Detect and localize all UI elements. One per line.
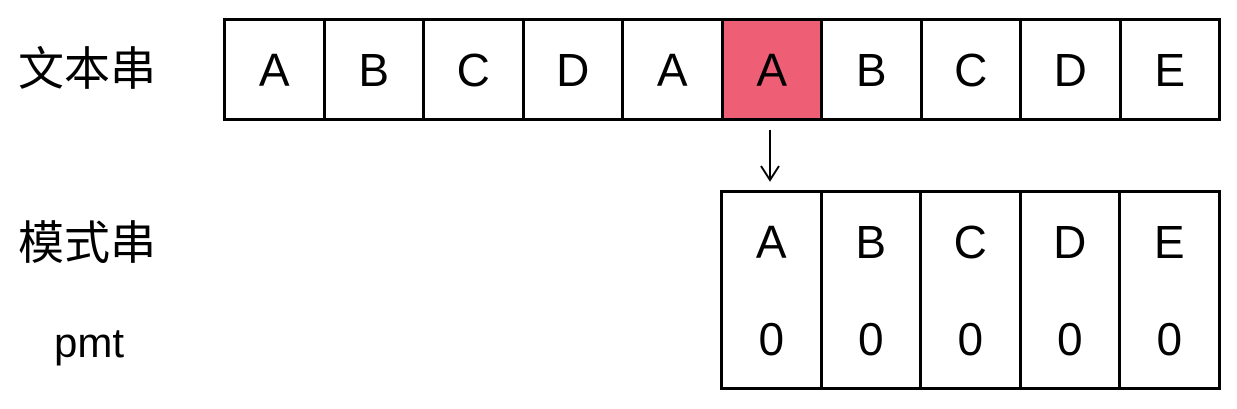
text-string-row: A B C D A A B C D E <box>223 18 1221 121</box>
pattern-char-cell: D <box>1021 193 1121 293</box>
text-char-cell-highlighted: A <box>723 21 823 121</box>
text-char-cell: A <box>226 21 326 121</box>
text-string-label: 文本串 <box>18 42 156 96</box>
pattern-string-row: A B C D E <box>720 190 1221 293</box>
pattern-char-cell: C <box>922 193 1022 293</box>
text-char-cell: D <box>524 21 624 121</box>
text-char-cell: E <box>1121 21 1221 121</box>
text-char-cell: B <box>325 21 425 121</box>
pmt-value-cell: 0 <box>723 290 823 390</box>
pmt-row: 0 0 0 0 0 <box>720 290 1221 390</box>
pattern-char-cell: E <box>1121 193 1221 293</box>
text-char-cell: A <box>624 21 724 121</box>
pattern-char-cell: B <box>822 193 922 293</box>
arrow-down-icon <box>760 130 780 182</box>
text-char-cell: C <box>425 21 525 121</box>
pmt-value-cell: 0 <box>1021 290 1121 390</box>
pattern-char-cell: A <box>723 193 823 293</box>
pmt-value-cell: 0 <box>1121 290 1221 390</box>
text-char-cell: B <box>823 21 923 121</box>
text-char-cell: D <box>1022 21 1122 121</box>
text-char-cell: C <box>922 21 1022 121</box>
pmt-value-cell: 0 <box>822 290 922 390</box>
pmt-label: pmt <box>54 319 125 366</box>
pattern-string-label: 模式串 <box>18 216 156 270</box>
pmt-value-cell: 0 <box>922 290 1022 390</box>
